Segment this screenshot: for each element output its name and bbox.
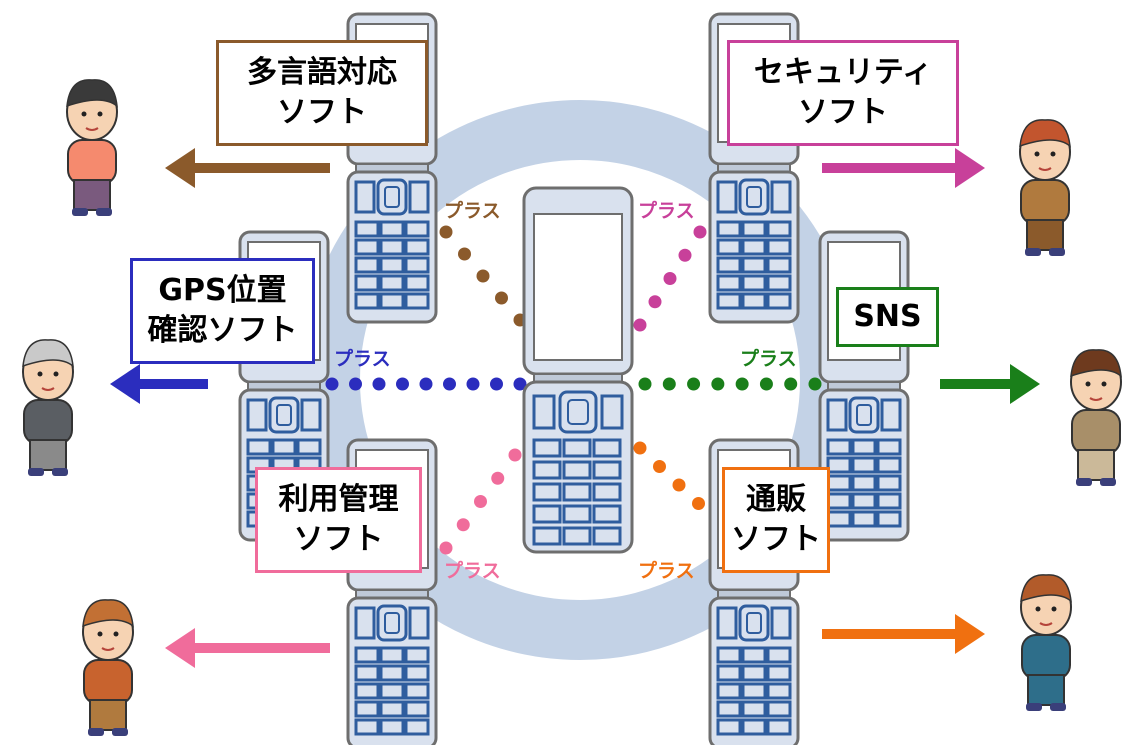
phone-security xyxy=(708,12,800,324)
arrow-multilang xyxy=(165,148,330,188)
label-multilang-software: 多言語対応ソフト xyxy=(216,40,428,146)
center-phone xyxy=(522,186,634,554)
label-line: ソフト xyxy=(293,522,384,557)
arrow-gps xyxy=(110,364,208,404)
label-line: 利用管理 xyxy=(278,482,399,517)
plus-label-multilang: プラス xyxy=(444,200,501,222)
phone-usage xyxy=(346,438,438,749)
arrow-shopping xyxy=(822,614,985,654)
label-line: GPS位置 xyxy=(158,273,287,308)
dots-shopping xyxy=(633,441,725,529)
arrow-sns xyxy=(940,364,1040,404)
plus-label-shopping: プラス xyxy=(638,560,695,582)
person-girl xyxy=(82,599,134,736)
label-line: ソフト xyxy=(277,95,367,130)
phone-shopping xyxy=(708,438,800,749)
arrow-usage xyxy=(165,628,330,668)
dots-security xyxy=(633,225,707,332)
plus-label-usage: プラス xyxy=(444,560,501,582)
phone-sns xyxy=(818,230,910,542)
arrow-security xyxy=(822,148,985,188)
label-line: セキュリティ xyxy=(753,55,933,90)
dots-gps xyxy=(325,377,527,391)
label-line: 確認ソフト xyxy=(147,313,298,348)
label-usage-software: 利用管理ソフト xyxy=(255,467,422,573)
label-line: SNS xyxy=(853,299,922,334)
label-sns-software: SNS xyxy=(836,287,939,347)
phone-gps xyxy=(238,230,330,542)
label-line: ソフト xyxy=(731,522,821,557)
label-shopping-software: 通販ソフト xyxy=(722,467,830,573)
plus-label-security: プラス xyxy=(638,200,695,222)
person-young-woman xyxy=(1070,349,1122,486)
dots-usage xyxy=(439,448,522,555)
plus-label-sns: プラス xyxy=(740,348,797,370)
label-gps-software: GPS位置確認ソフト xyxy=(130,258,315,364)
phone-multilang xyxy=(346,12,438,324)
label-security-software: セキュリティソフト xyxy=(727,40,959,146)
person-elderly-man xyxy=(22,339,74,476)
plus-label-gps: プラス xyxy=(334,348,391,370)
person-glasses-man xyxy=(66,79,118,216)
label-line: 多言語対応 xyxy=(247,55,397,90)
label-line: 通販 xyxy=(746,482,806,517)
person-shopkeeper-woman xyxy=(1020,574,1072,711)
person-businessman xyxy=(1019,119,1071,256)
dots-sns xyxy=(638,377,822,391)
label-line: ソフト xyxy=(798,95,888,130)
dots-multilang xyxy=(439,225,527,327)
